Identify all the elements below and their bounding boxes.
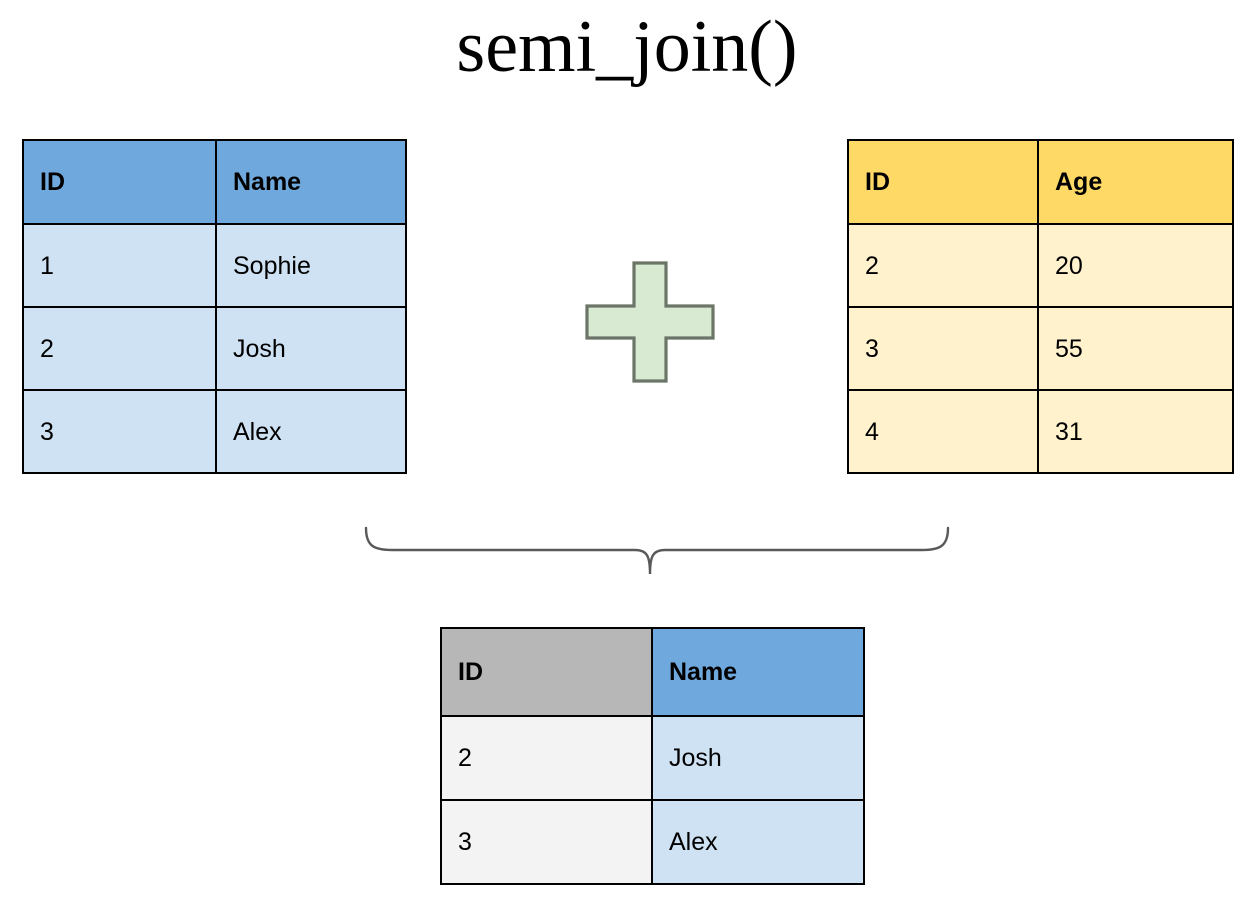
cell-name: Josh (215, 306, 407, 391)
left-input-table: ID Name 1 Sophie 2 Josh 3 Alex (22, 139, 407, 474)
table-row: 2 Josh (440, 715, 865, 801)
cell-id: 3 (440, 799, 653, 885)
curly-brace-down-icon (352, 524, 962, 586)
cell-id: 2 (847, 223, 1039, 308)
cell-age: 31 (1037, 389, 1234, 474)
cell-name: Josh (651, 715, 865, 801)
column-header-id: ID (440, 627, 653, 717)
cell-id: 2 (440, 715, 653, 801)
table-row: 3 Alex (22, 389, 407, 474)
table-header-row: ID Name (440, 627, 865, 717)
cell-id: 3 (22, 389, 217, 474)
result-table: ID Name 2 Josh 3 Alex (440, 627, 865, 885)
table-row: 1 Sophie (22, 223, 407, 308)
column-header-name: Name (215, 139, 407, 225)
cell-id: 2 (22, 306, 217, 391)
cell-name: Alex (215, 389, 407, 474)
cell-id: 1 (22, 223, 217, 308)
cell-id: 3 (847, 306, 1039, 391)
plus-icon (585, 261, 715, 383)
column-header-age: Age (1037, 139, 1234, 225)
table-row: 2 20 (847, 223, 1234, 308)
column-header-id: ID (22, 139, 217, 225)
page-title: semi_join() (456, 6, 798, 88)
cell-name: Sophie (215, 223, 407, 308)
table-row: 2 Josh (22, 306, 407, 391)
column-header-id: ID (847, 139, 1039, 225)
table-row: 4 31 (847, 389, 1234, 474)
cell-name: Alex (651, 799, 865, 885)
table-header-row: ID Name (22, 139, 407, 225)
column-header-name: Name (651, 627, 865, 717)
table-row: 3 Alex (440, 799, 865, 885)
cell-age: 20 (1037, 223, 1234, 308)
right-input-table: ID Age 2 20 3 55 4 31 (847, 139, 1234, 474)
table-header-row: ID Age (847, 139, 1234, 225)
cell-age: 55 (1037, 306, 1234, 391)
cell-id: 4 (847, 389, 1039, 474)
table-row: 3 55 (847, 306, 1234, 391)
